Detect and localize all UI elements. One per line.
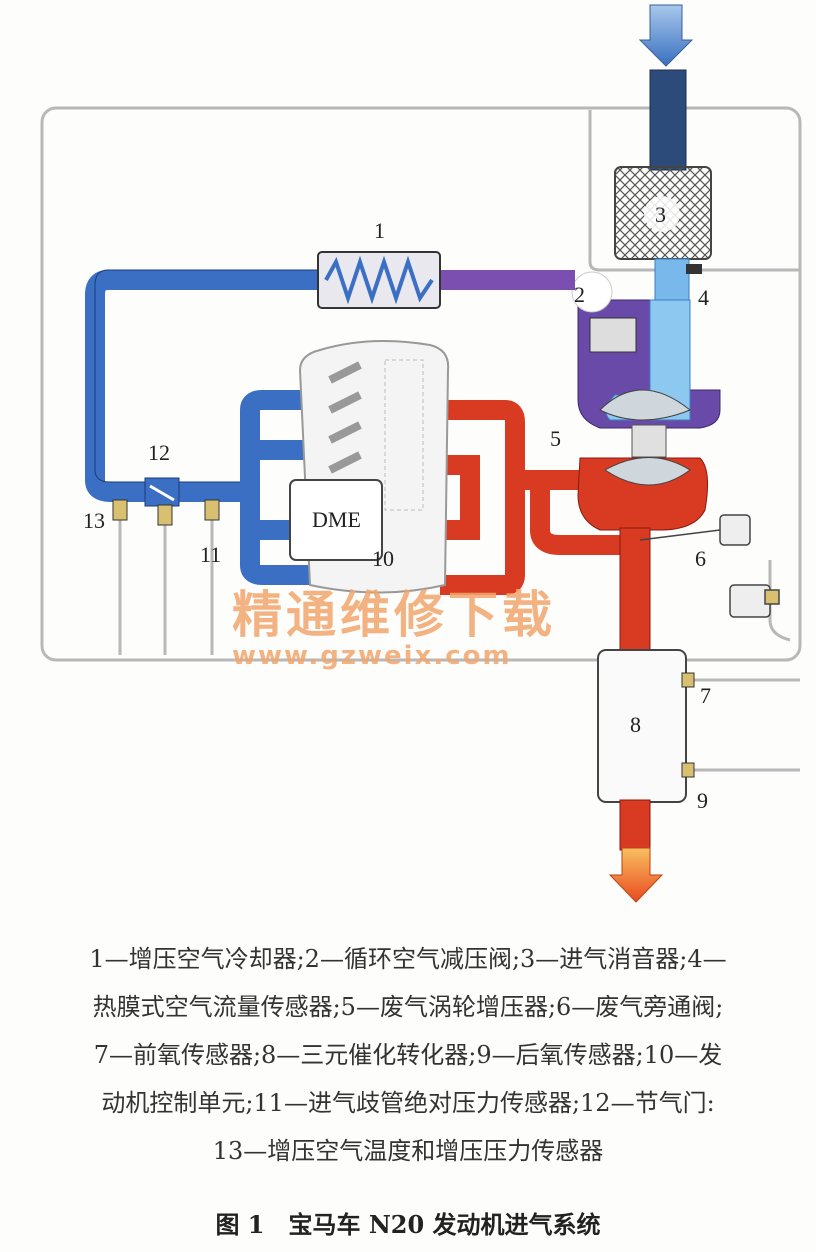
figure-legend: 1—增压空气冷却器;2—循环空气减压阀;3—进气消音器;4— 热膜式空气流量传感… — [40, 935, 776, 1175]
label-5: 5 — [550, 426, 561, 451]
legend-line: 1—增压空气冷却器;2—循环空气减压阀;3—进气消音器;4— — [89, 945, 727, 973]
front-oxygen-sensor — [681, 672, 695, 688]
legend-line: 动机控制单元;11—进气歧管绝对压力传感器;12—节气门: — [101, 1089, 715, 1117]
label-13: 13 — [83, 508, 105, 533]
boost-sensor — [112, 499, 128, 521]
legend-line: 热膜式空气流量传感器;5—废气涡轮增压器;6—废气旁通阀; — [92, 993, 724, 1021]
dme-control-unit: DME — [289, 479, 383, 561]
intake-manifold — [240, 390, 310, 585]
label-4: 4 — [698, 285, 709, 310]
watermark-url: www.gzweix.com — [232, 641, 512, 671]
intake-silencer: 3 — [614, 166, 712, 260]
label-10: 10 — [372, 546, 394, 571]
wiring-harness — [40, 106, 802, 772]
charge-air-cooler — [317, 251, 441, 309]
legend-line: 7—前氧传感器;8—三元催化转化器;9—后氧传感器;10—发 — [93, 1041, 723, 1069]
label-7: 7 — [700, 683, 711, 708]
figure-title: 图 1 宝马车 N20 发动机进气系统 — [215, 1210, 601, 1239]
dme-label: DME — [312, 507, 361, 532]
tailpipe — [619, 799, 651, 851]
intake-system-diagram: 3 4 2 1 12 13 11 — [40, 4, 802, 903]
label-2: 2 — [574, 282, 585, 307]
legend-line: 13—增压空气温度和增压压力传感器 — [212, 1137, 604, 1165]
air-mass-sensor — [686, 264, 702, 274]
label-8: 8 — [630, 712, 641, 737]
recirculation-valve — [571, 271, 613, 313]
label-11: 11 — [200, 542, 221, 567]
exhaust-manifold — [440, 400, 625, 595]
catalytic-converter: 8 — [597, 649, 687, 803]
intake-arrow-icon — [638, 4, 694, 67]
turbine-housing — [577, 457, 709, 531]
label-1: 1 — [374, 218, 385, 243]
watermark-title: 精通维修下载 — [232, 586, 556, 644]
rear-oxygen-sensor — [681, 762, 695, 778]
label-9: 9 — [697, 788, 708, 813]
throttle-sensor — [157, 504, 173, 526]
throttle-body — [144, 477, 180, 507]
intake-pipe — [649, 69, 687, 171]
map-sensor — [204, 499, 220, 521]
wastegate-actuator — [639, 514, 780, 618]
label-3: 3 — [655, 202, 666, 227]
label-12: 12 — [148, 440, 170, 465]
label-6: 6 — [695, 546, 706, 571]
exhaust-pipe — [619, 527, 651, 653]
exhaust-out-arrow-icon — [608, 847, 664, 903]
compressor-housing — [577, 299, 721, 429]
turbo-shaft — [631, 424, 667, 458]
cool-charge-pipe — [85, 270, 320, 502]
